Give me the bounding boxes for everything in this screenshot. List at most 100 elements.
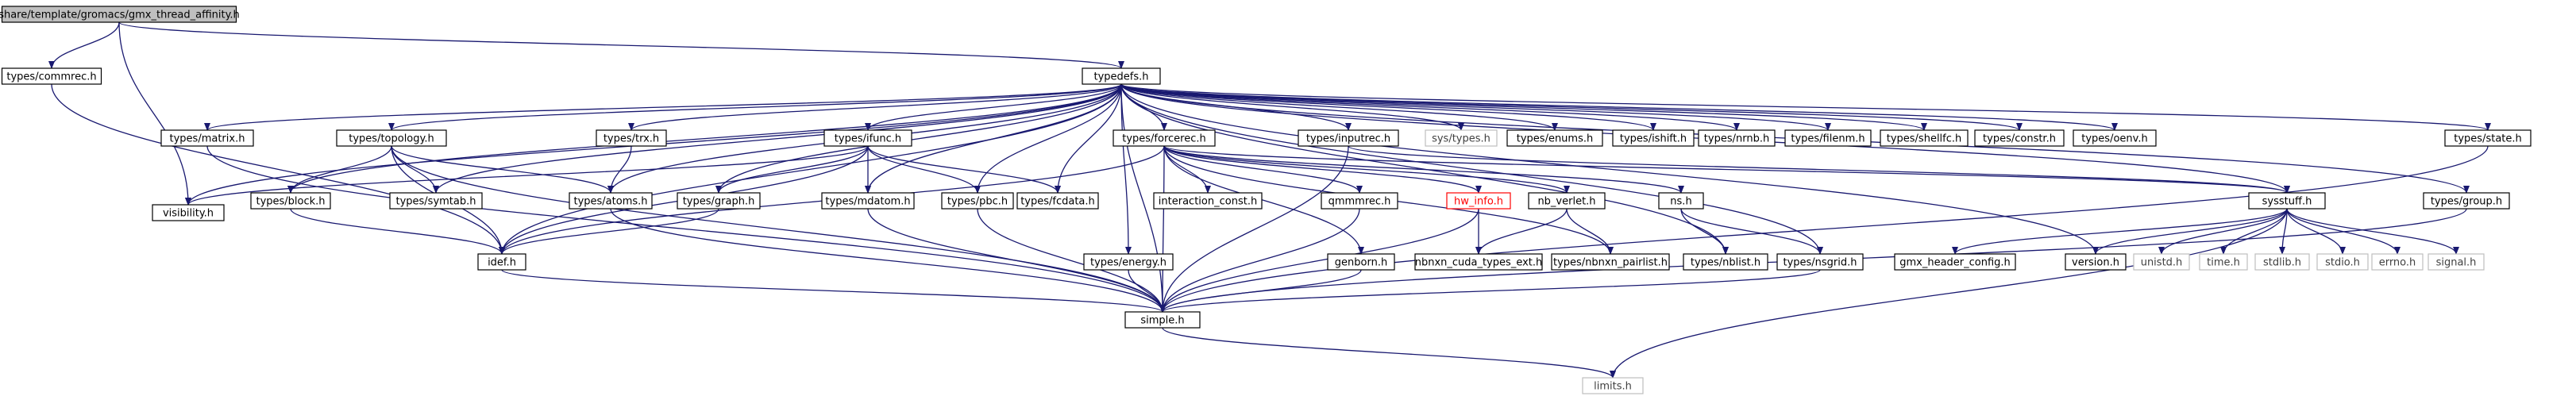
node-label: typedefs.h bbox=[1093, 71, 1148, 83]
node-visibility[interactable]: visibility.h bbox=[152, 204, 225, 221]
node-qmmmrec[interactable]: qmmmrec.h bbox=[1321, 192, 1398, 210]
node-version[interactable]: version.h bbox=[2065, 253, 2127, 271]
node-time[interactable]: time.h bbox=[2199, 253, 2248, 271]
node-stdio[interactable]: stdio.h bbox=[2316, 253, 2369, 271]
edge-hw_info-to-simple bbox=[1159, 208, 1479, 313]
node-systypes[interactable]: sys/types.h bbox=[1425, 129, 1498, 147]
node-forcerec[interactable]: types/forcerec.h bbox=[1113, 129, 1216, 147]
node-label: types/commrec.h bbox=[6, 71, 96, 83]
edge-sysstuff-to-unistd bbox=[2158, 208, 2288, 255]
node-label: types/ifunc.h bbox=[835, 133, 901, 145]
node-simple[interactable]: simple.h bbox=[1124, 311, 1201, 329]
node-nsgrid[interactable]: types/nsgrid.h bbox=[1776, 253, 1864, 271]
node-shellfc[interactable]: types/shellfc.h bbox=[1880, 129, 1969, 147]
edge-typedefs-to-matrix bbox=[204, 83, 1122, 131]
node-label: types/matrix.h bbox=[170, 133, 245, 145]
node-ifunc[interactable]: types/ifunc.h bbox=[823, 129, 912, 147]
node-label: ns.h bbox=[1670, 196, 1691, 208]
node-commrec[interactable]: types/commrec.h bbox=[1, 67, 102, 85]
node-label: types/atoms.h bbox=[573, 196, 647, 208]
node-group[interactable]: types/group.h bbox=[2423, 192, 2510, 210]
node-typedefs[interactable]: typedefs.h bbox=[1082, 67, 1161, 85]
edge-graph-to-idef bbox=[499, 208, 719, 255]
node-box bbox=[596, 129, 667, 147]
node-box bbox=[1683, 253, 1768, 271]
edge-topology-to-block bbox=[287, 145, 392, 194]
node-label: types/ishift.h bbox=[1620, 133, 1687, 145]
node-box bbox=[1327, 253, 1395, 271]
node-errno[interactable]: errno.h bbox=[2371, 253, 2424, 271]
edge-root-to-visibility bbox=[118, 21, 191, 206]
node-enums[interactable]: types/enums.h bbox=[1506, 129, 1603, 147]
node-layer: share/template/gromacs/gmx_thread_affini… bbox=[0, 6, 2532, 394]
edge-typedefs-to-version bbox=[1120, 83, 2099, 255]
node-matrix[interactable]: types/matrix.h bbox=[160, 129, 254, 147]
node-limits[interactable]: limits.h bbox=[1582, 377, 1644, 394]
node-interaction-const[interactable]: interaction_const.h bbox=[1153, 192, 1263, 210]
node-box bbox=[2254, 253, 2310, 271]
node-box bbox=[336, 129, 447, 147]
node-nb-verlet[interactable]: nb_verlet.h bbox=[1528, 192, 1606, 210]
node-trx[interactable]: types/trx.h bbox=[596, 129, 667, 147]
node-label: interaction_const.h bbox=[1159, 196, 1257, 208]
node-nblist[interactable]: types/nblist.h bbox=[1683, 253, 1768, 271]
node-block[interactable]: types/block.h bbox=[250, 192, 331, 210]
node-label: types/constr.h bbox=[1983, 133, 2056, 145]
node-box bbox=[1113, 129, 1216, 147]
node-topology[interactable]: types/topology.h bbox=[336, 129, 447, 147]
node-box bbox=[1, 6, 237, 23]
node-root[interactable]: share/template/gromacs/gmx_thread_affini… bbox=[0, 6, 240, 23]
node-box bbox=[1551, 253, 1670, 271]
node-atoms[interactable]: types/atoms.h bbox=[569, 192, 653, 210]
node-inputrec[interactable]: types/inputrec.h bbox=[1298, 129, 1399, 147]
edge-mdatom-to-simple bbox=[867, 208, 1166, 313]
edge-typedefs-to-block bbox=[287, 83, 1122, 194]
node-label: sysstuff.h bbox=[2262, 196, 2312, 208]
node-signal[interactable]: signal.h bbox=[2428, 253, 2485, 271]
node-label: types/oenv.h bbox=[2081, 133, 2147, 145]
node-sysstuff[interactable]: sysstuff.h bbox=[2248, 192, 2326, 210]
node-label: sys/types.h bbox=[1432, 133, 1490, 145]
node-idef[interactable]: idef.h bbox=[477, 253, 526, 271]
node-symtab[interactable]: types/symtab.h bbox=[389, 192, 483, 210]
node-energy[interactable]: types/energy.h bbox=[1083, 253, 1174, 271]
node-state[interactable]: types/state.h bbox=[2444, 129, 2532, 147]
node-mdatom[interactable]: types/mdatom.h bbox=[821, 192, 915, 210]
node-unistd[interactable]: unistd.h bbox=[2133, 253, 2190, 271]
node-graph[interactable]: types/graph.h bbox=[677, 192, 761, 210]
node-nrnb[interactable]: types/nrnb.h bbox=[1698, 129, 1776, 147]
node-box bbox=[1321, 192, 1398, 210]
edge-ns-to-nblist bbox=[1680, 208, 1729, 255]
node-label: version.h bbox=[2072, 257, 2119, 269]
node-label: types/shellfc.h bbox=[1887, 133, 1962, 145]
node-stdlib[interactable]: stdlib.h bbox=[2254, 253, 2310, 271]
edge-sysstuff-to-signal bbox=[2286, 208, 2459, 255]
edge-forcerec-to-ns bbox=[1163, 145, 1684, 194]
edge-simple-to-limits bbox=[1162, 327, 1616, 379]
node-label: signal.h bbox=[2436, 257, 2477, 269]
node-genborn[interactable]: genborn.h bbox=[1327, 253, 1395, 271]
node-box bbox=[477, 253, 526, 271]
node-pbc[interactable]: types/pbc.h bbox=[941, 192, 1014, 210]
node-ns[interactable]: ns.h bbox=[1658, 192, 1704, 210]
node-nbnxn-pairlist[interactable]: types/nbnxn_pairlist.h bbox=[1551, 253, 1670, 271]
node-label: types/trx.h bbox=[604, 133, 659, 145]
edge-typedefs-to-constr bbox=[1120, 83, 2023, 131]
edge-typedefs-to-ifunc bbox=[865, 83, 1122, 131]
node-box bbox=[2316, 253, 2369, 271]
node-box bbox=[2248, 192, 2326, 210]
node-nbnxn-cuda[interactable]: nbnxn_cuda_types_ext.h bbox=[1414, 253, 1543, 271]
node-hw-info[interactable]: hw_info.h bbox=[1446, 192, 1511, 210]
edge-commrec-to-idef bbox=[51, 83, 505, 255]
edge-topology-to-symtab bbox=[391, 145, 439, 194]
edge-sysstuff-to-stdlib bbox=[2279, 208, 2288, 255]
node-oenv[interactable]: types/oenv.h bbox=[2073, 129, 2157, 147]
node-ishift[interactable]: types/ishift.h bbox=[1612, 129, 1695, 147]
node-box bbox=[1528, 192, 1606, 210]
edge-forcerec-to-genborn bbox=[1163, 145, 1364, 255]
node-filenm[interactable]: types/filenm.h bbox=[1784, 129, 1872, 147]
node-constr[interactable]: types/constr.h bbox=[1974, 129, 2065, 147]
node-gmx-header-config[interactable]: gmx_header_config.h bbox=[1894, 253, 2016, 271]
node-fcdata[interactable]: types/fcdata.h bbox=[1016, 192, 1099, 210]
